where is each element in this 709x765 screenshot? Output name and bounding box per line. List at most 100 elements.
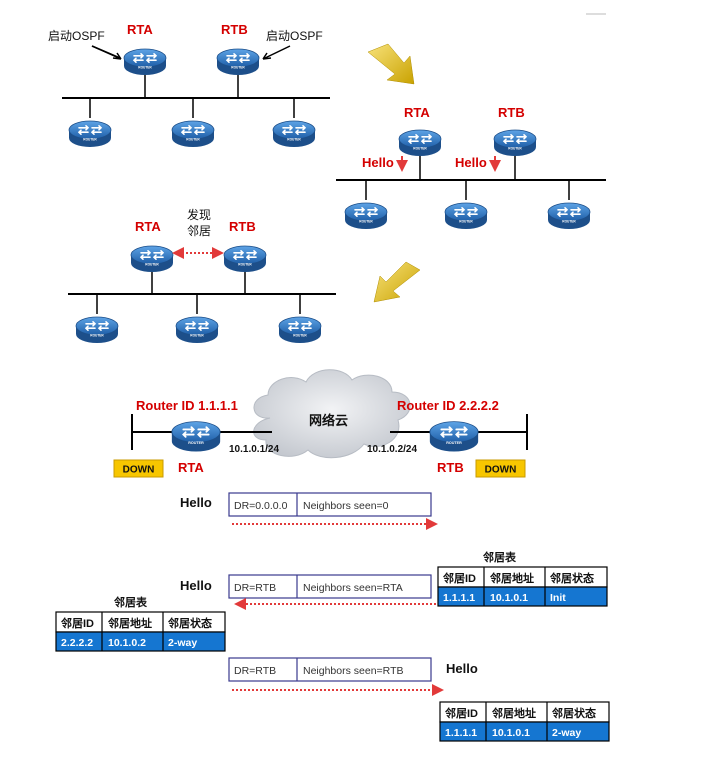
scene-hello: ROUTER ROUTER ROUTER ROUTER ROUTER RTA R… [336, 105, 606, 229]
table-header: 邻居ID [60, 616, 94, 630]
router-badge-text: ROUTER [90, 334, 104, 338]
router-badge-text: ROUTER [287, 138, 301, 142]
table-cell: 2-way [552, 727, 581, 739]
table-header: 邻居地址 [491, 706, 536, 720]
neighbor-table-rtb-2way: 邻居ID 邻居地址 邻居状态 1.1.1.1 10.1.0.1 2-way [439, 701, 610, 742]
router-id-rta: Router ID 1.1.1.1 [136, 398, 238, 413]
table-cell: 1.1.1.1 [443, 592, 475, 604]
router-label-rta: RTA [178, 460, 204, 475]
start-ospf-label-left: 启动OSPF [48, 29, 105, 43]
cloud-icon [253, 369, 411, 459]
router-badge-text: ROUTER [138, 66, 152, 70]
table-header: 邻居ID [444, 706, 478, 720]
table-cell: 2-way [168, 637, 197, 649]
table-title: 邻居表 [482, 550, 517, 564]
router-icon: ROUTER [123, 48, 167, 75]
packet-label: Hello [180, 578, 212, 593]
router-badge-text: ROUTER [83, 138, 97, 142]
hello-packet-1: Hello DR=0.0.0.0 Neighbors seen=0 [180, 492, 438, 530]
status-badge-text: DOWN [123, 465, 155, 476]
hello-packet-3: Hello DR=RTB Neighbors seen=RTB [228, 657, 478, 696]
router-badge-text: ROUTER [446, 441, 462, 445]
router-badge-text: ROUTER [293, 334, 307, 338]
router-label-rta: RTA [135, 219, 161, 234]
hello-label-rta: Hello [362, 155, 394, 170]
yellow-arrow-icon [367, 43, 415, 85]
router-label-rtb: RTB [221, 22, 248, 37]
router-badge-text: ROUTER [188, 441, 204, 445]
pointer-arrow [91, 45, 122, 60]
packet-dr: DR=RTB [234, 582, 276, 594]
router-icon: ROUTER [216, 48, 260, 75]
router-icon: ROUTER [171, 120, 215, 147]
router-icon: ROUTER [344, 202, 388, 229]
status-badge-text: DOWN [485, 465, 517, 476]
hello-label-rtb: Hello [455, 155, 487, 170]
packet-label: Hello [180, 495, 212, 510]
ip-address-rta: 10.1.0.1/24 [229, 444, 279, 455]
packet-dr: DR=0.0.0.0 [234, 500, 288, 512]
router-icon: ROUTER [130, 245, 174, 272]
router-badge-text: ROUTER [190, 334, 204, 338]
table-cell: 10.1.0.1 [490, 592, 528, 604]
packet-neighbors: Neighbors seen=RTA [303, 582, 403, 594]
table-header: 邻居状态 [167, 616, 212, 630]
router-icon: ROUTER [68, 120, 112, 147]
scene-hello-exchange: 网络云 ROUTER ROUTER Router ID 1.1.1.1 Rout… [113, 369, 528, 478]
router-icon: ROUTER [171, 421, 221, 452]
packet-neighbors: Neighbors seen=RTB [303, 665, 404, 677]
yellow-arrow-icon [373, 261, 421, 303]
router-icon: ROUTER [75, 316, 119, 343]
status-badge [475, 459, 526, 478]
router-label-rtb: RTB [498, 105, 525, 120]
neighbor-table-rtb-init: 邻居表 邻居ID 邻居地址 邻居状态 1.1.1.1 10.1.0.1 Init [437, 550, 608, 607]
table-header: 邻居ID [442, 571, 476, 585]
router-icon: ROUTER [223, 245, 267, 272]
router-icon: ROUTER [493, 129, 537, 156]
pointer-arrow [262, 45, 291, 60]
packet-box [228, 492, 432, 517]
router-icon: ROUTER [444, 202, 488, 229]
discover-label-line1: 发现 [187, 207, 211, 222]
router-id-rtb: Router ID 2.2.2.2 [397, 398, 499, 413]
status-badge [113, 459, 164, 478]
router-label-rta: RTA [127, 22, 153, 37]
discover-label-line2: 邻居 [187, 224, 211, 238]
router-icon: ROUTER [429, 421, 479, 452]
router-badge-text: ROUTER [186, 138, 200, 142]
table-cell: 10.1.0.2 [108, 637, 146, 649]
router-badge-text: ROUTER [145, 263, 159, 267]
ip-address-rtb: 10.1.0.2/24 [367, 444, 417, 455]
neighbor-table-rta-2way: 邻居表 邻居ID 邻居地址 邻居状态 2.2.2.2 10.1.0.2 2-wa… [55, 595, 226, 652]
table-header: 邻居地址 [489, 571, 534, 585]
router-label-rta: RTA [404, 105, 430, 120]
packet-box [228, 574, 432, 599]
router-badge-text: ROUTER [508, 147, 522, 151]
router-badge-text: ROUTER [359, 220, 373, 224]
packet-neighbors: Neighbors seen=0 [303, 500, 389, 512]
table-cell: 10.1.0.1 [492, 727, 530, 739]
table-title: 邻居表 [113, 595, 148, 609]
table-header: 邻居状态 [551, 706, 596, 720]
router-icon: ROUTER [278, 316, 322, 343]
table-header: 邻居地址 [107, 616, 152, 630]
start-ospf-label-right: 启动OSPF [266, 29, 323, 43]
cloud-label: 网络云 [309, 413, 348, 428]
scene-discover-neighbor: ROUTER ROUTER ROUTER ROUTER ROUTER RTA R… [68, 207, 336, 343]
router-icon: ROUTER [175, 316, 219, 343]
table-header: 邻居状态 [549, 571, 594, 585]
table-cell: 1.1.1.1 [445, 727, 477, 739]
router-icon: ROUTER [272, 120, 316, 147]
router-icon: ROUTER [398, 129, 442, 156]
router-badge-text: ROUTER [238, 263, 252, 267]
hello-packet-2: Hello DR=RTB Neighbors seen=RTA [180, 574, 436, 610]
router-badge-text: ROUTER [231, 66, 245, 70]
router-badge-text: ROUTER [413, 147, 427, 151]
router-badge-text: ROUTER [562, 220, 576, 224]
packet-box [228, 657, 432, 682]
scene-start-ospf: ROUTER ROUTER ROUTER ROUTER ROUTER RTA R… [48, 22, 330, 147]
router-icon: ROUTER [547, 202, 591, 229]
table-cell: 2.2.2.2 [61, 637, 93, 649]
router-label-rtb: RTB [437, 460, 464, 475]
